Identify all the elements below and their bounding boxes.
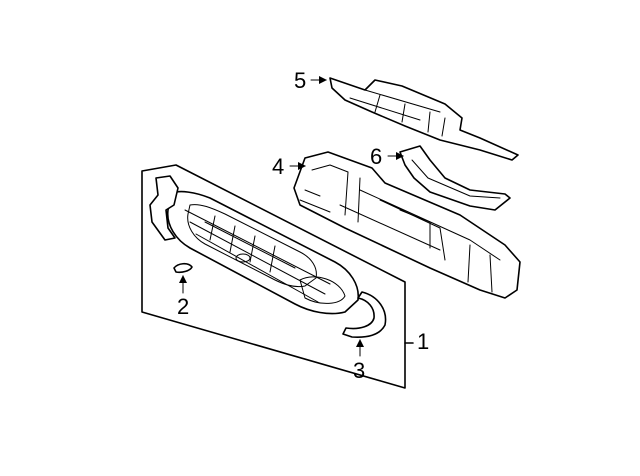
- clip-part-2: [173, 262, 193, 274]
- grille-part: [166, 190, 360, 315]
- callout-6: 6: [370, 144, 383, 169]
- upper-shield-part-5: [329, 77, 519, 161]
- trim-part-3: [342, 291, 387, 338]
- grille-group-outline: [141, 164, 414, 389]
- radiator-support-part-4: [293, 151, 521, 299]
- callout-4: 4: [272, 154, 285, 179]
- callout-3: 3: [353, 358, 366, 383]
- leader-lines: [179, 76, 404, 357]
- callout-1: 1: [417, 329, 430, 354]
- callout-5: 5: [294, 68, 307, 93]
- left-bracket-part: [149, 175, 179, 241]
- callout-2: 2: [177, 294, 190, 319]
- bracket-part-6: [399, 145, 511, 211]
